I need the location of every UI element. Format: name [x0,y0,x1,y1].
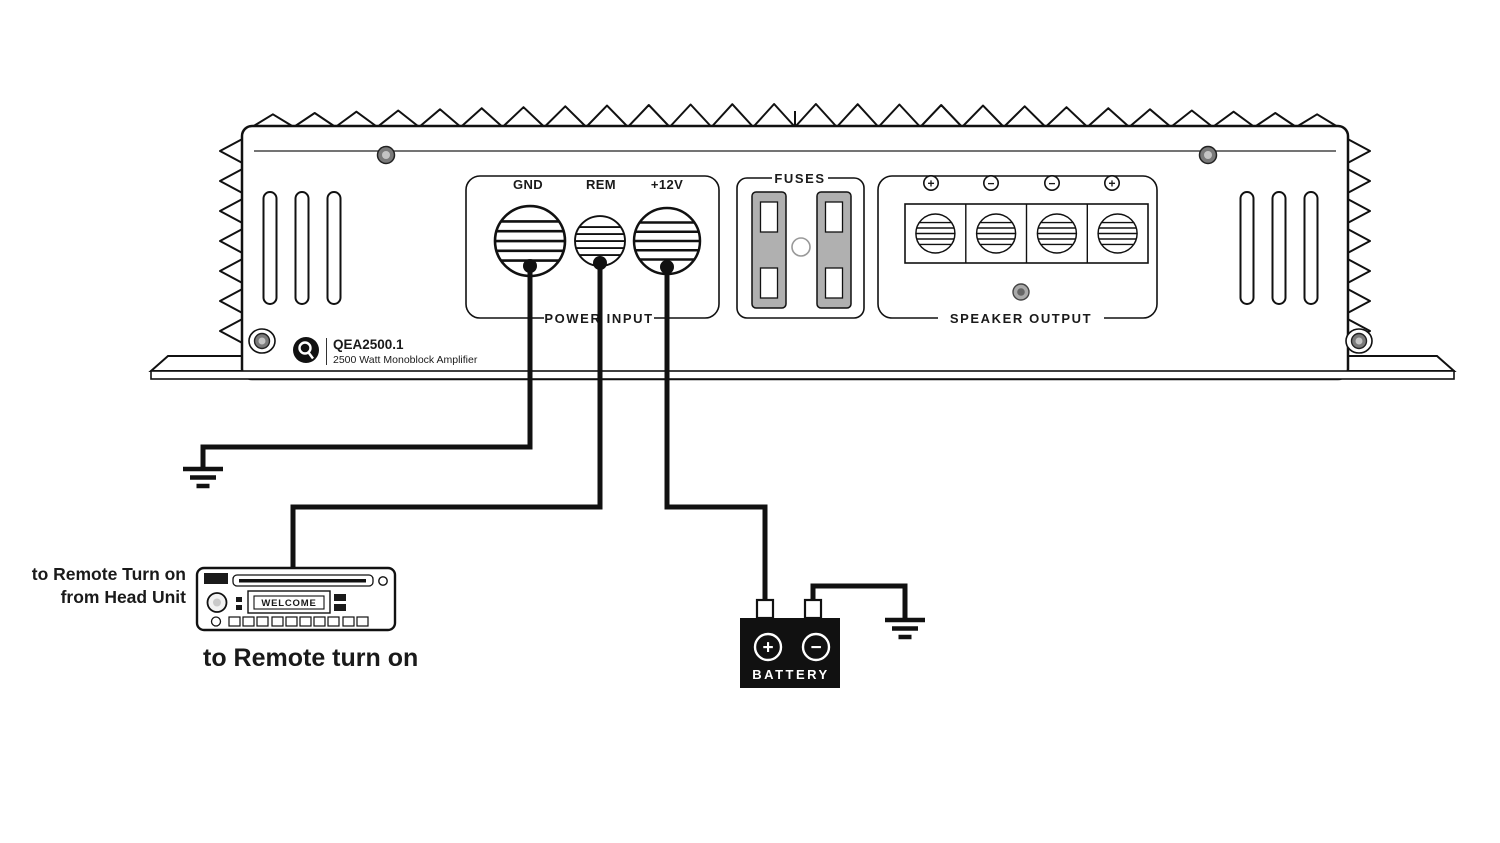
fuse-holder-left [751,191,787,309]
model-description: 2500 Watt Monoblock Amplifier [333,354,478,366]
head-unit-button [242,616,255,627]
vent-slot [262,191,278,305]
plus12v-wire [664,266,768,601]
rem-wire [290,263,603,569]
speaker-terminal [1036,213,1078,254]
head-unit-detail-rect [204,573,228,584]
fuses-label: FUSES [774,171,825,186]
display-side-button [334,604,346,611]
rem-label: REM [586,177,616,192]
speaker-output-label: SPEAKER OUTPUT [950,311,1092,326]
head-unit-bottom-left-dot [210,616,222,627]
head-unit-display: WELCOME [247,590,331,614]
vent-slot [294,191,310,305]
svg-text:+: + [762,638,773,659]
vent-slot [1239,191,1255,305]
head-unit-button [228,616,241,627]
remote-caption: to Remote turn on [203,644,418,672]
battery-label: BATTERY [752,667,829,682]
vent-slot [1303,191,1319,305]
polarity-plus-icon-1: + [922,175,939,192]
base-plate [150,370,1455,380]
plus12v-wire-connection [660,260,674,274]
battery-ground-wire [810,583,908,619]
rem-wire-connection [593,256,607,270]
speaker-output-label-bg [938,311,1104,325]
head-unit-button [342,616,355,627]
svg-text:−: − [1048,177,1055,191]
speaker-terminal [1097,213,1138,254]
right-foot [1339,355,1457,372]
svg-text:+: + [1108,177,1115,191]
screw-top-right [1198,145,1218,165]
head-unit-buttons [228,616,369,627]
battery-positive-terminal [755,598,775,620]
fuses-label-bg [772,169,828,185]
head-unit-button [356,616,369,627]
battery-plus-icon: + [753,632,783,662]
cd-slot [232,574,374,587]
brand-logo-icon [293,337,319,363]
volume-knob [206,592,228,613]
polarity-minus-icon-1: − [982,175,999,192]
small-button [236,597,242,602]
speaker-terminal [915,213,956,254]
head-unit-button [327,616,340,627]
head-unit: WELCOME [195,566,397,632]
status-led [1012,283,1030,301]
battery-minus-icon: − [801,632,831,662]
fuse-holder-right [816,191,852,309]
head-unit-button [313,616,326,627]
small-button [236,605,242,610]
fuse-area-screw [791,237,811,257]
speaker-terminal [975,213,1017,254]
vent-slot [326,191,342,305]
battery: + − BATTERY [740,598,840,688]
head-unit-button [299,616,312,627]
svg-text:−: − [810,638,821,659]
svg-text:−: − [987,177,994,191]
polarity-minus-icon-2: − [1044,175,1061,192]
right-vents [1239,191,1319,305]
polarity-plus-icon-2: + [1104,175,1121,192]
left-vents [262,191,342,305]
head-unit-button [285,616,298,627]
svg-text:+: + [927,177,934,191]
left-foot [148,355,251,372]
battery-negative-terminal [803,598,823,620]
display-side-button [334,594,346,601]
plus12v-label: +12V [651,177,683,192]
chassis-ground-icon [183,466,223,489]
screw-bottom-left [248,328,276,354]
head-unit-top-right-dot [378,576,388,586]
gnd-wire-connection [523,259,537,273]
head-unit-button [271,616,284,627]
model-number: QEA2500.1 [333,337,404,352]
gnd-wire [200,266,533,468]
head-unit-button [256,616,269,627]
remote-annotation-line1: to Remote Turn on [32,564,186,584]
remote-annotation-line2: from Head Unit [61,587,187,607]
vent-slot [1271,191,1287,305]
battery-ground-icon [885,617,925,640]
heatsink-top-fins [251,103,1339,128]
screw-bottom-right [1345,328,1373,354]
gnd-label: GND [513,177,543,192]
head-unit-display-text: WELCOME [261,598,316,609]
screw-top-left [376,145,396,165]
